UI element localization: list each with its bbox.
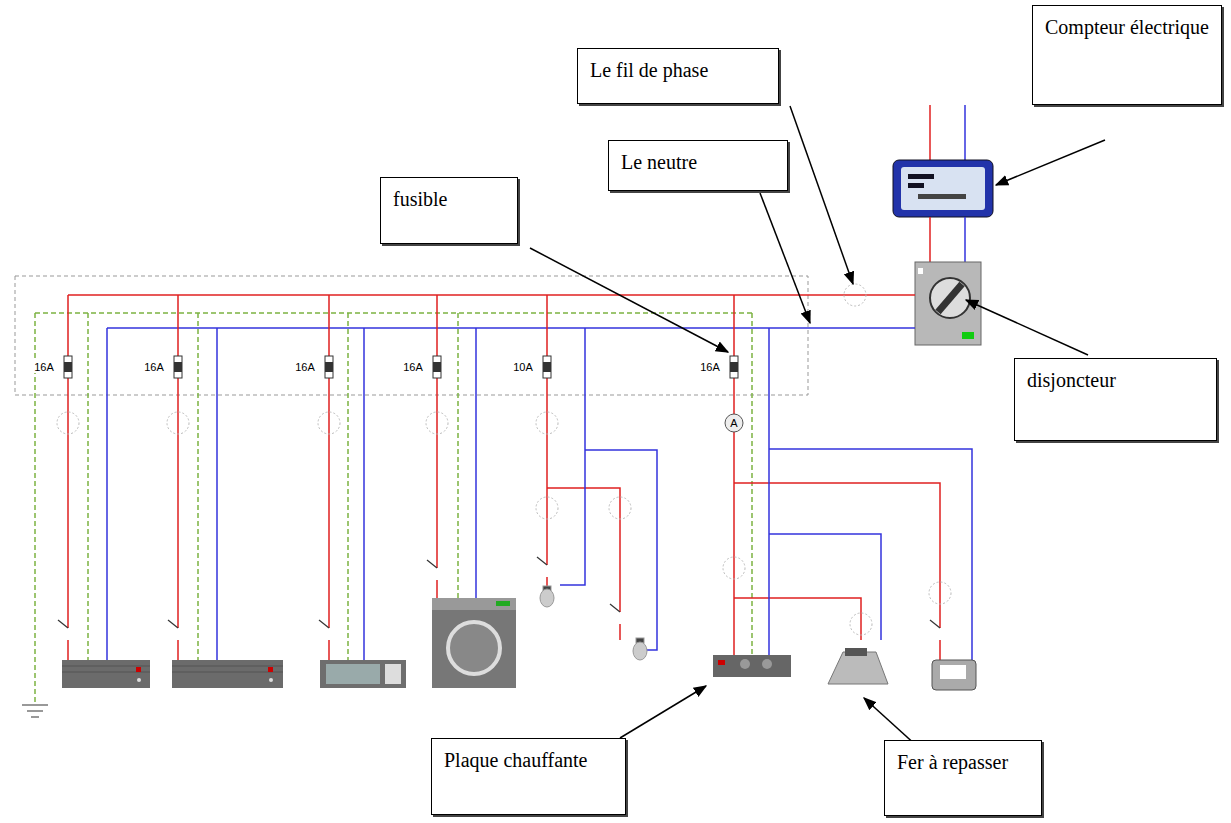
fuse-symbols (64, 356, 738, 378)
leader-lines (530, 106, 1105, 776)
callout-box: fusible (380, 177, 518, 244)
callout-text: disjoncteur (1027, 367, 1204, 393)
fuse-rating: 16A (34, 361, 54, 373)
callout-box: disjoncteur (1014, 358, 1217, 441)
washing-machine (432, 598, 516, 688)
callout-text: fusible (393, 186, 505, 212)
callout-box: Compteur électrique (1032, 5, 1222, 105)
lamps (540, 586, 647, 660)
toaster (932, 660, 976, 690)
fuse-rating: 16A (403, 361, 423, 373)
callout-text: Plaque chauffante (444, 747, 613, 773)
callout-text: Fer à repasser (897, 749, 1029, 775)
callout-box: Le neutre (608, 140, 788, 191)
breaker-symbol (915, 262, 981, 345)
callout-text: Le fil de phase (590, 57, 766, 83)
panel-outline (15, 276, 808, 395)
ground-symbol (22, 705, 48, 717)
ammeter-label: A (730, 417, 737, 429)
callout-box: Fer à repasser (884, 740, 1042, 816)
meter-symbol (893, 105, 993, 262)
fuse-rating: 16A (295, 361, 315, 373)
radiator-2 (172, 660, 283, 688)
radiator-1 (62, 660, 150, 688)
callout-box: Plaque chauffante (431, 738, 626, 815)
ammeter-symbol (725, 414, 743, 432)
fuse-rating: 16A (700, 361, 720, 373)
fuse-rating: 10A (513, 361, 533, 373)
callout-text: Compteur électrique (1045, 14, 1209, 40)
callout-text: Le neutre (621, 149, 775, 175)
callout-box: Le fil de phase (577, 48, 779, 104)
microwave (320, 660, 406, 688)
earth-wires (35, 313, 752, 705)
iron (828, 648, 888, 684)
fuse-rating: 16A (144, 361, 164, 373)
hotplate (713, 655, 791, 677)
